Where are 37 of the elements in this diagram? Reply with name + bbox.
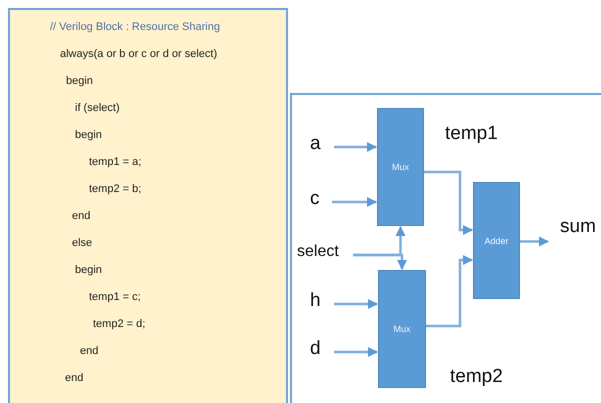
signal-label: sum (560, 216, 596, 238)
code-line: always(a or b or c or d or select) (60, 47, 218, 61)
block-label: Adder (484, 236, 509, 246)
signal-label: a (310, 133, 321, 155)
code-line: end (65, 371, 84, 385)
arrow (334, 142, 377, 152)
signal-label: h (310, 290, 321, 312)
block-label: Mux (392, 162, 409, 172)
code-line: end (80, 344, 98, 358)
signal-label: d (310, 338, 321, 360)
code-line: temp2 = d; (93, 317, 146, 331)
signal-label: c (310, 188, 320, 210)
code-line: if (select) (75, 101, 120, 115)
code-line: temp1 = c; (89, 290, 141, 304)
signal-label: temp2 (450, 366, 503, 388)
code-panel (8, 8, 288, 403)
code-line: begin (75, 128, 102, 142)
code-line: else (72, 236, 92, 250)
arrow (332, 197, 377, 207)
block-label: Mux (393, 324, 410, 334)
signal-label: select (297, 241, 339, 263)
code-line: begin (66, 74, 93, 88)
signal-label: temp1 (445, 123, 498, 145)
arrow (334, 299, 378, 309)
arrow (424, 170, 473, 235)
arrow (520, 236, 549, 246)
code-line: temp1 = a; (89, 155, 142, 169)
arrow (353, 254, 407, 270)
arrow (334, 347, 378, 357)
code-line: begin (75, 263, 102, 277)
adder-block (473, 182, 520, 299)
mux-block (377, 108, 424, 226)
code-comment: // Verilog Block : Resource Sharing (50, 20, 220, 34)
mux-block (378, 270, 426, 388)
code-line: end (72, 209, 90, 223)
arrow (426, 255, 473, 328)
code-line: temp2 = b; (89, 182, 142, 196)
